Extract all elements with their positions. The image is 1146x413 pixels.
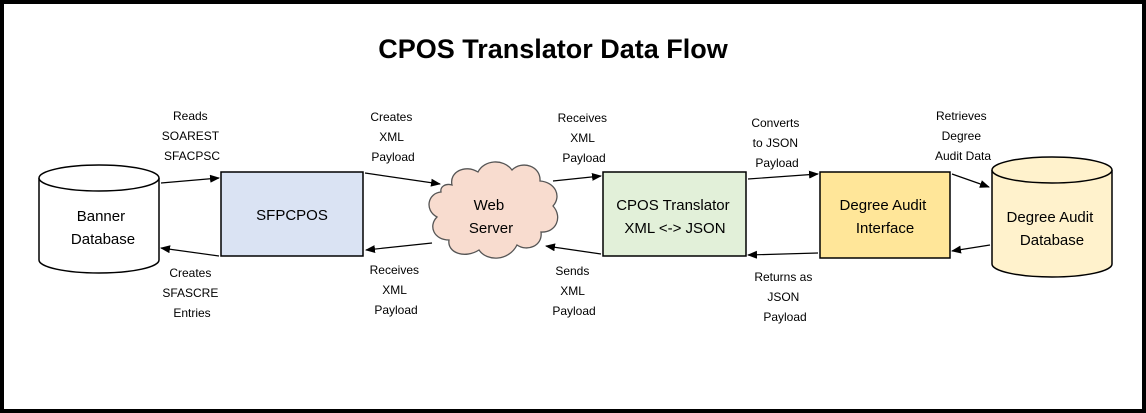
arrow-web-server-to-translator	[552, 172, 602, 182]
degree-audit-interface-label-line: Interface	[856, 220, 914, 237]
edge-label-line: XML	[379, 130, 404, 144]
edge-label-returns-json: Returns as JSON Payload	[754, 270, 815, 324]
edge-label-line: to JSON	[753, 136, 798, 150]
edge-label-line: Payload	[562, 151, 605, 165]
sfpcpos-label: SFPCPOS	[256, 207, 328, 224]
edge-label-line: JSON	[767, 290, 799, 304]
edge-label-line: Reads	[173, 109, 208, 123]
edge-label-line: Payload	[371, 150, 414, 164]
edge-label-receives-xml-left: Receives XML Payload	[370, 263, 423, 317]
web-server-node: Web Server	[428, 161, 559, 259]
banner-database-label-line: Banner	[77, 208, 125, 225]
arrow-interface-to-translator	[747, 250, 819, 259]
edge-label-line: Receives	[558, 111, 607, 125]
edge-label-line: Creates	[169, 266, 211, 280]
edge-label-creates-xml: Creates XML Payload	[370, 110, 415, 164]
edge-label-line: Payload	[755, 156, 798, 170]
edge-label-line: SFASCRE	[162, 286, 218, 300]
edge-label-line: Payload	[374, 303, 417, 317]
edge-label-line: Retrieves	[936, 109, 987, 123]
edge-label-line: Payload	[552, 304, 595, 318]
edge-label-creates-entries: Creates SFASCRE Entries	[162, 266, 221, 320]
degree-audit-interface-label-line: Degree Audit	[840, 197, 928, 214]
web-server-label: Web Server	[469, 197, 513, 237]
cpos-translator-label: CPOS Translator XML <-> JSON	[616, 197, 734, 237]
edge-label-line: Converts	[751, 116, 799, 130]
cpos-translator-label-line: XML <-> JSON	[624, 220, 725, 237]
edge-label-line: XML	[570, 131, 595, 145]
degree-audit-interface-node: Degree Audit Interface	[819, 171, 951, 259]
edge-label-reads: Reads SOAREST SFACPSC	[162, 109, 222, 163]
degree-audit-database-label-line: Degree Audit	[1007, 209, 1095, 226]
banner-database-label: Banner Database	[71, 208, 135, 248]
arrow-banner-to-sfpcpos	[160, 174, 220, 184]
arrow-sfpcpos-to-web-server	[364, 172, 441, 187]
sfpcpos-label-line: SFPCPOS	[256, 207, 328, 224]
edge-label-line: SOAREST	[162, 129, 220, 143]
arrow-translator-to-web-server	[545, 243, 602, 255]
cpos-translator-label-line: CPOS Translator	[616, 197, 729, 214]
degree-audit-database-node: Degree Audit Database	[991, 156, 1113, 278]
edge-label-line: XML	[382, 283, 407, 297]
edge-label-line: Degree	[942, 129, 982, 143]
edge-label-sends-xml: Sends XML Payload	[552, 264, 595, 318]
edge-label-line: Sends	[555, 264, 589, 278]
arrow-interface-to-audit-database	[951, 173, 990, 188]
sfpcpos-node: SFPCPOS	[220, 171, 364, 257]
edge-label-line: Audit Data	[935, 149, 991, 163]
edge-label-converts-json: Converts to JSON Payload	[751, 116, 802, 170]
web-server-label-line: Web	[474, 197, 505, 214]
arrow-web-server-to-sfpcpos	[365, 242, 433, 254]
banner-database-node: Banner Database	[38, 164, 160, 274]
edge-label-line: Entries	[173, 306, 210, 320]
degree-audit-database-label-line: Database	[1020, 232, 1084, 249]
edge-label-receives-xml-right: Receives XML Payload	[558, 111, 611, 165]
arrow-translator-to-interface	[747, 170, 819, 180]
degree-audit-interface-label: Degree Audit Interface	[840, 197, 931, 237]
edge-label-line: Payload	[763, 310, 806, 324]
web-server-label-line: Server	[469, 220, 513, 237]
diagram-title: CPOS Translator Data Flow	[378, 34, 729, 64]
edge-label-line: Creates	[370, 110, 412, 124]
edge-label-line: SFACPSC	[164, 149, 220, 163]
edge-label-line: XML	[560, 284, 585, 298]
edge-label-line: Returns as	[754, 270, 812, 284]
edge-label-retrieves: Retrieves Degree Audit Data	[935, 109, 991, 163]
arrows	[160, 170, 991, 259]
banner-database-label-line: Database	[71, 231, 135, 248]
arrow-audit-database-to-interface	[951, 244, 991, 254]
edge-label-line: Receives	[370, 263, 419, 277]
degree-audit-database-label: Degree Audit Database	[1007, 209, 1098, 249]
cpos-translator-node: CPOS Translator XML <-> JSON	[602, 171, 747, 257]
arrow-sfpcpos-to-banner	[160, 245, 220, 257]
